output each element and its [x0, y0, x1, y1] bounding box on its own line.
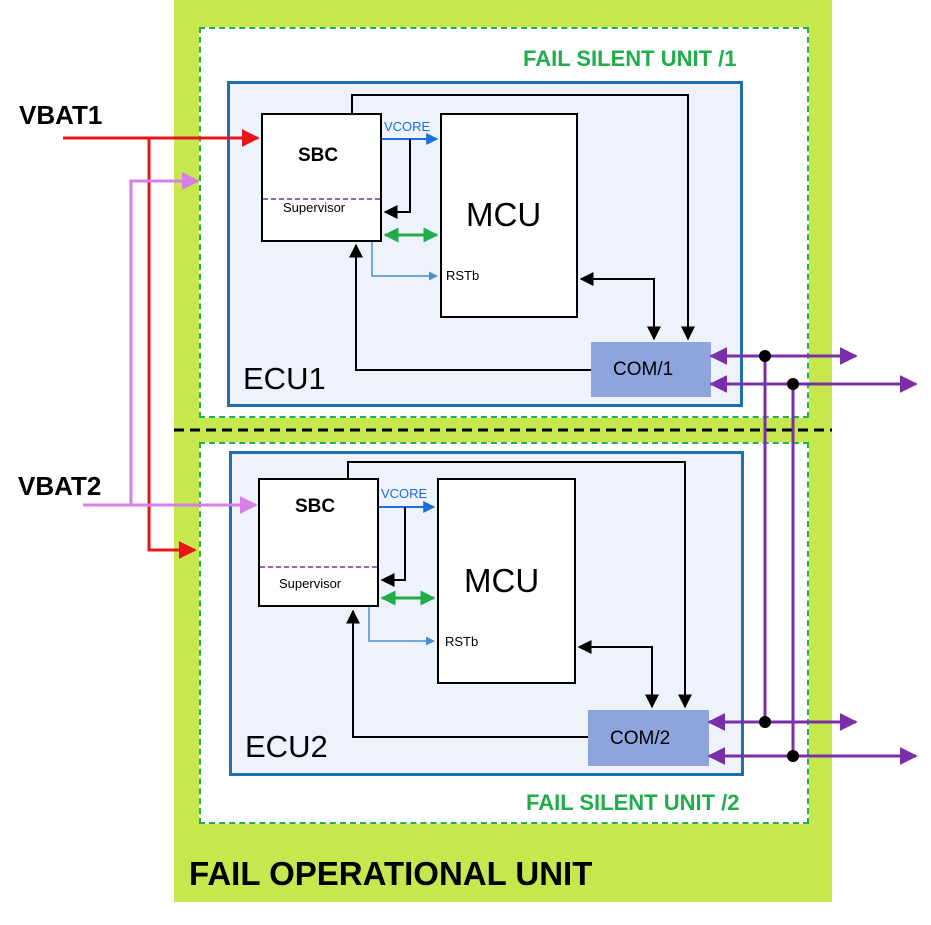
fail-silent-unit-1-label: FAIL SILENT UNIT /1	[523, 46, 737, 71]
ecu2-vcore-label: VCORE	[381, 486, 428, 501]
ecu1-supervisor-label: Supervisor	[283, 200, 346, 215]
com-bus-lines	[707, 347, 918, 765]
ecu2-com-block	[588, 710, 709, 766]
ecu2-reset-label: RSTb	[445, 634, 479, 649]
ecu2-wires	[346, 461, 692, 738]
ecu1-reset-label: RSTb	[446, 268, 480, 283]
ecu2-sbc-label: SBC	[295, 496, 336, 517]
ecu1-sbc-block	[261, 113, 382, 242]
vbat1-label: VBAT1	[19, 100, 103, 130]
ecu2-label: ECU2	[245, 729, 328, 764]
ecu1-sbc-label: SBC	[298, 145, 339, 166]
ecu1-label: ECU1	[243, 361, 326, 396]
ecu2-mcu-block	[437, 478, 576, 684]
ecu2-supervisor-label: Supervisor	[279, 576, 342, 591]
ecu1-com-block	[591, 342, 711, 397]
ecu2-mcu-label: MCU	[464, 562, 540, 599]
vbat2-label: VBAT2	[18, 471, 102, 501]
ecu1-mcu-block	[440, 113, 578, 318]
ecu1-mcu-label: MCU	[466, 196, 542, 233]
ecu1-wires	[349, 94, 695, 371]
ecu2-sbc-block	[258, 478, 379, 607]
vbat1-wire	[63, 129, 260, 559]
vbat2-wire	[83, 172, 258, 514]
fail-operational-unit-label: FAIL OPERATIONAL UNIT	[189, 855, 593, 892]
fail-silent-unit-2-label: FAIL SILENT UNIT /2	[526, 790, 740, 815]
ecu2-com-label: COM/2	[610, 728, 671, 749]
ecu1-vcore-label: VCORE	[384, 119, 431, 134]
ecu1-com-label: COM/1	[613, 359, 674, 380]
